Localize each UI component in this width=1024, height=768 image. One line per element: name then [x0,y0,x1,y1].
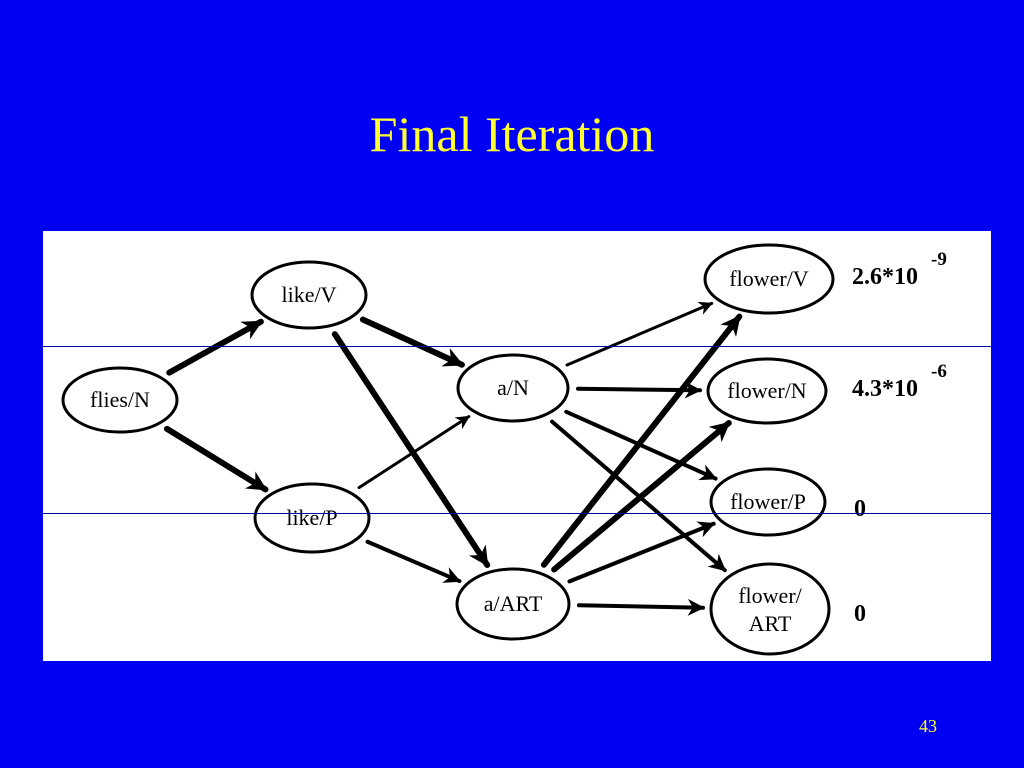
node-flies-N: flies/N [61,366,179,434]
score-flower-N: 4.3*10 -6 [852,361,947,402]
score-value: 2.6*10 [852,264,918,290]
edge-like-P-to-a-ART [365,539,462,584]
page-number: 43 [919,716,937,736]
node-like-V: like/V [250,260,368,330]
node-ellipse [706,357,828,425]
node-label: like/P [286,505,337,530]
edge-a-ART-to-flower-N [551,420,732,573]
score-value: 0 [854,601,866,627]
node-label: a/N [497,375,529,400]
node-ellipse [703,243,835,315]
node-ellipse [61,366,179,434]
divider-line-lower [43,513,991,514]
edge-a-ART-to-flower-ART [576,598,706,616]
score-exponent: -6 [931,361,947,382]
score-value: 4.3*10 [852,376,918,402]
edge-like-P-to-a-N [357,415,471,490]
node-flower-V: flower/V [703,243,835,315]
edge-like-V-to-a-N [359,316,465,368]
node-ellipse [455,567,571,641]
lattice-diagram: flies/N like/V like/P a/N a/ART flower/V flowe… [61,243,947,656]
node-a-N: a/N [456,353,570,423]
edge-a-ART-to-flower-V [540,313,743,568]
node-ellipse [709,467,827,537]
edge-flies-N-to-like-V [166,318,264,376]
score-flower-ART: 0 [854,601,866,627]
node-ellipse [253,482,371,554]
score-flower-V: 2.6*10 -9 [852,249,947,290]
edge-flies-N-to-like-P [163,425,269,493]
node-ellipse [456,353,570,423]
node-flower-N: flower/N [706,357,828,425]
edge-a-N-to-flower-V [565,301,714,367]
node-ellipse [709,562,831,656]
node-label: flower/ [738,583,802,608]
node-like-P: like/P [253,482,371,554]
slide-title: Final Iteration [369,106,655,162]
node-label: flower/P [730,489,806,514]
node-label: flies/N [90,387,150,412]
edge-like-V-to-a-ART [331,331,491,568]
node-a-ART: a/ART [455,567,571,641]
lattice-diagram-panel: flies/N like/V like/P a/N a/ART flower/V flowe… [43,231,991,661]
node-label: flower/V [729,266,809,291]
edge-a-ART-to-flower-P [567,521,716,584]
node-label: like/V [282,282,337,307]
node-ellipse [250,260,368,330]
node-flower-P: flower/P [709,467,827,537]
node-flower-ART: flower/ART [709,562,831,656]
node-label: flower/N [727,378,807,403]
node-label: a/ART [484,591,543,616]
score-exponent: -9 [931,249,947,270]
score-flower-P: 0 [854,496,866,522]
score-value: 0 [854,496,866,522]
divider-line-upper [43,346,991,347]
node-label-line2: ART [749,611,792,636]
